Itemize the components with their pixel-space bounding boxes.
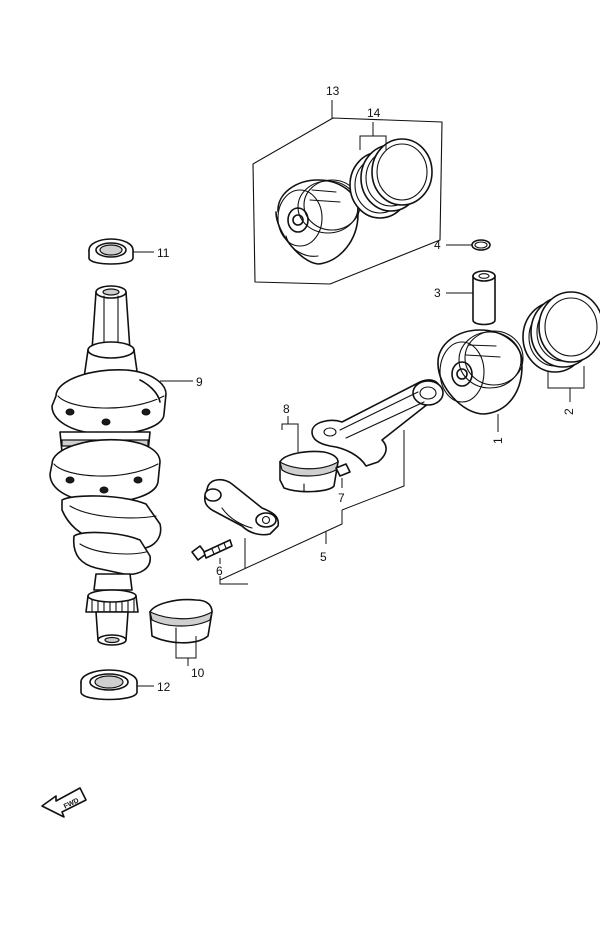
connecting-rod-cap bbox=[203, 478, 280, 536]
callout-4: 4 bbox=[434, 238, 441, 252]
callout-2: 2 bbox=[562, 408, 576, 415]
piston-kit-box bbox=[252, 117, 443, 285]
piston-rings bbox=[522, 291, 600, 402]
leader-5 bbox=[219, 430, 405, 581]
piston bbox=[437, 329, 524, 432]
callout-10: 10 bbox=[191, 666, 205, 680]
oil-seal-lower bbox=[80, 669, 154, 701]
kit-piston bbox=[275, 179, 361, 265]
conrod-bearing-upper bbox=[279, 416, 339, 493]
forward-arrow-icon: FWD bbox=[41, 787, 87, 818]
main-bearing bbox=[149, 598, 213, 666]
callout-9: 9 bbox=[196, 375, 203, 389]
leader-14 bbox=[359, 122, 387, 150]
callout-1: 1 bbox=[491, 437, 505, 444]
crankshaft bbox=[49, 285, 193, 646]
dowel-pin bbox=[335, 463, 351, 488]
oil-seal-upper bbox=[88, 238, 154, 265]
kit-piston-rings bbox=[349, 138, 433, 219]
callout-3: 3 bbox=[434, 286, 441, 300]
callout-13: 13 bbox=[326, 84, 340, 98]
connecting-rod bbox=[311, 379, 444, 467]
callout-6: 6 bbox=[216, 564, 223, 578]
callout-12: 12 bbox=[157, 680, 171, 694]
piston-pin bbox=[446, 270, 496, 326]
callout-7: 7 bbox=[338, 491, 345, 505]
piston-pin-circlip bbox=[446, 239, 491, 251]
callout-8: 8 bbox=[283, 402, 290, 416]
callout-14: 14 bbox=[367, 106, 381, 120]
conrod-bolt bbox=[191, 539, 248, 585]
callout-11: 11 bbox=[157, 246, 170, 260]
callout-5: 5 bbox=[320, 550, 327, 564]
